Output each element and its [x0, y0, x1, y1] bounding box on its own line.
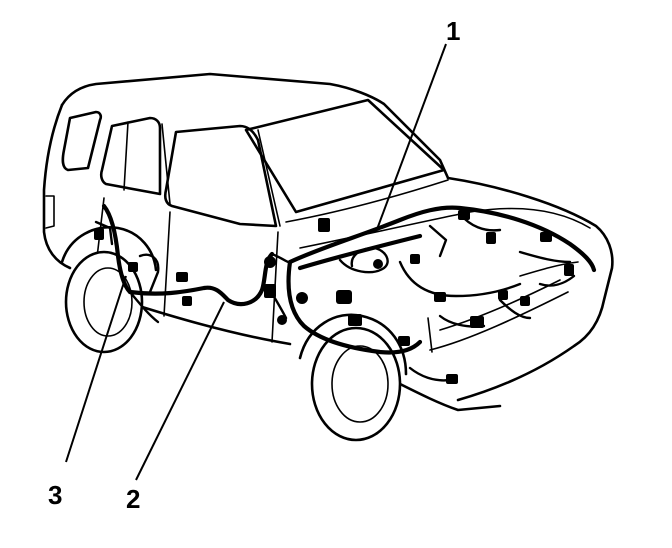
rear-wheel	[60, 225, 158, 354]
leader-line-1	[375, 43, 447, 233]
vehicle-windows	[61, 98, 446, 343]
leader-line-2	[135, 301, 225, 481]
harness-body-floor	[127, 251, 292, 325]
callout-leaders	[65, 43, 447, 481]
callout-label-2: 2	[126, 484, 140, 514]
leader-line-3	[65, 275, 127, 463]
harness-engine-compartment	[286, 205, 597, 384]
callout-label-1: 1	[446, 16, 460, 46]
callout-label-3: 3	[48, 480, 62, 510]
harness-rear	[94, 203, 160, 324]
